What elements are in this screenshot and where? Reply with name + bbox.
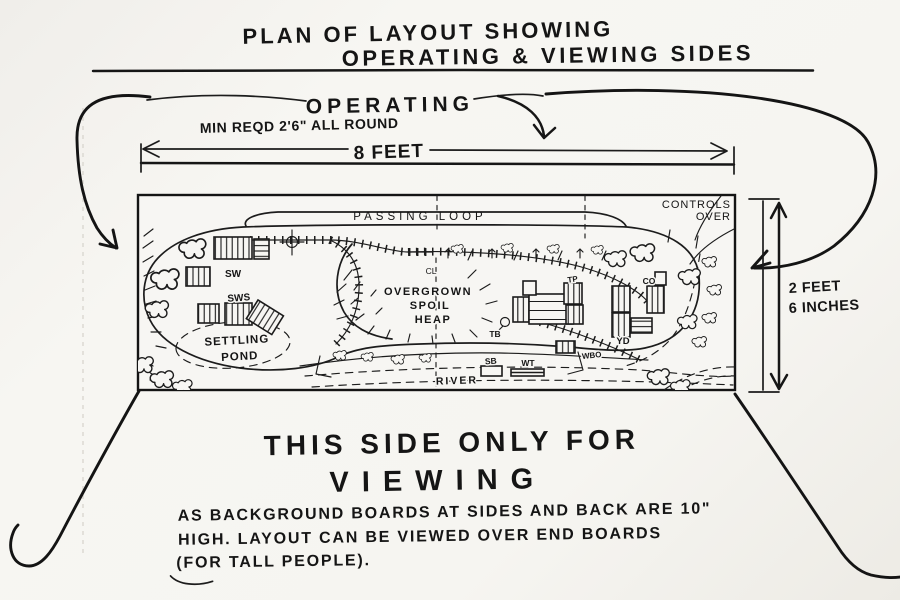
building-yd-upper bbox=[611, 285, 631, 313]
operating-sweep-arrow-left bbox=[75, 94, 152, 250]
building-yd-lower bbox=[611, 312, 631, 338]
viewing-aisle-lines bbox=[9, 389, 900, 580]
board-joint-lines bbox=[435, 195, 586, 390]
track-passing-loop bbox=[244, 211, 627, 227]
track-main-loop bbox=[143, 195, 735, 371]
title-line-2: OPERATING & VIEWING SIDES bbox=[342, 40, 755, 71]
width-dimension-label: 8 FEET bbox=[353, 141, 424, 164]
building-sw-store bbox=[185, 266, 211, 287]
height-dimension-line-1: 2 FEET bbox=[788, 278, 841, 297]
height-dimension-line-2: 6 INCHES bbox=[788, 297, 860, 317]
footnote-block: AS BACKGROUND BOARDS AT SIDES AND BACK A… bbox=[169, 500, 712, 586]
footnote-paren-tail bbox=[169, 575, 214, 586]
building-sws-3 bbox=[245, 298, 285, 336]
label-yd: YD bbox=[616, 336, 629, 347]
label-sb: SB bbox=[485, 356, 497, 367]
operating-callout: OPERATING MIN REQD 2'6" ALL ROUND bbox=[75, 88, 878, 270]
viewing-line-2: VIEWING bbox=[329, 463, 546, 499]
label-controls-line1: CONTROLS bbox=[662, 199, 731, 211]
label-cl: CL bbox=[426, 266, 437, 276]
label-co: CO bbox=[643, 276, 656, 286]
footnote-line-2: HIGH. LAYOUT CAN BE VIEWED OVER END BOAR… bbox=[178, 525, 662, 549]
label-settling: SETTLING bbox=[204, 333, 269, 348]
building-sw-annex bbox=[253, 238, 270, 260]
paper-crease bbox=[82, 108, 84, 558]
label-wt: WT bbox=[521, 358, 535, 368]
building-works-tower bbox=[522, 280, 537, 296]
building-sws-2 bbox=[224, 302, 253, 326]
title-block: PLAN OF LAYOUT SHOWING OPERATING & VIEWI… bbox=[91, 16, 815, 73]
label-passing-loop: PASSING LOOP bbox=[353, 211, 486, 223]
viewing-line-1: THIS SIDE ONLY FOR bbox=[263, 424, 640, 462]
building-sb bbox=[480, 365, 503, 377]
scrub-row bbox=[444, 243, 607, 261]
operating-label: OPERATING bbox=[306, 93, 475, 119]
building-co-annex bbox=[654, 271, 667, 286]
building-wbo bbox=[555, 340, 576, 354]
label-river: RIVER bbox=[436, 374, 478, 387]
label-spoil-3: HEAP bbox=[415, 314, 452, 326]
building-works-1 bbox=[512, 296, 530, 323]
building-works-2 bbox=[565, 304, 584, 325]
track-inner-curve bbox=[336, 243, 393, 340]
track-corner-top-right bbox=[689, 195, 735, 265]
label-tb: TB bbox=[489, 329, 500, 339]
label-spoil-2: SPOIL bbox=[410, 300, 451, 312]
operating-drop-arrow bbox=[496, 94, 557, 140]
building-yd-shed bbox=[630, 317, 653, 334]
viewing-block: THIS SIDE ONLY FOR VIEWING bbox=[263, 424, 640, 499]
footnote-line-3: (FOR TALL PEOPLE). bbox=[176, 552, 371, 572]
tb-marker bbox=[496, 316, 511, 333]
bridge-abutments bbox=[315, 351, 584, 378]
title-underline bbox=[91, 68, 815, 73]
footnote-line-1: AS BACKGROUND BOARDS AT SIDES AND BACK A… bbox=[178, 500, 712, 524]
operating-line-left bbox=[146, 94, 307, 102]
buildings bbox=[185, 236, 667, 377]
map-labels: PASSING LOOP CONTROLS OVER CL SW SWS SET… bbox=[203, 199, 731, 389]
label-tp: TP bbox=[567, 274, 579, 284]
label-sws: SWS bbox=[227, 292, 251, 305]
width-dimension: 8 FEET bbox=[139, 140, 736, 175]
label-sw: SW bbox=[225, 269, 242, 280]
operating-sweep-arrow-right bbox=[544, 88, 878, 270]
label-controls-line2: OVER bbox=[696, 211, 731, 223]
spoil-heap-strokes bbox=[333, 269, 498, 345]
building-sw-main bbox=[213, 236, 253, 260]
label-spoil-1: OVERGROWN bbox=[384, 286, 472, 298]
turntable-symbol bbox=[279, 229, 305, 256]
label-wbo: WBO bbox=[582, 350, 602, 361]
operating-line-right bbox=[473, 93, 544, 100]
building-co bbox=[646, 285, 665, 314]
min-required-note: MIN REQD 2'6" ALL ROUND bbox=[200, 115, 399, 136]
label-pond: POND bbox=[221, 350, 259, 364]
building-tp bbox=[563, 282, 583, 305]
building-sws-1 bbox=[197, 303, 220, 324]
height-dimension: 2 FEET 6 INCHES bbox=[748, 198, 860, 393]
